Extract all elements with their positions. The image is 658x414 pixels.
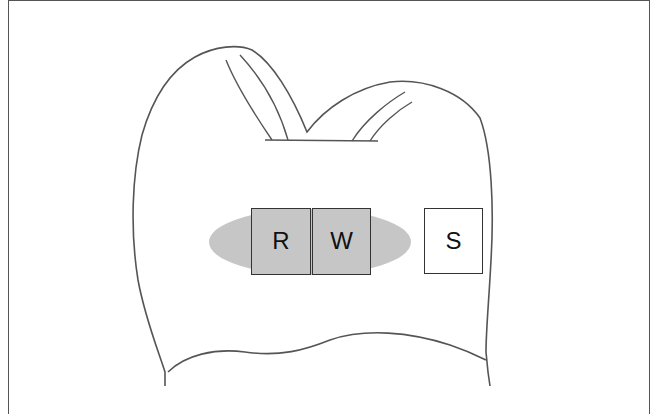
frame: [9, 1, 650, 414]
shaded-zone: [209, 209, 411, 275]
cusp-ridge: [226, 55, 288, 140]
letter-box: W: [312, 208, 371, 275]
box-letter: R: [272, 228, 289, 254]
fissure: [265, 140, 378, 141]
letter-box: R: [251, 208, 311, 275]
tooth-base: [168, 333, 486, 372]
box-letter: S: [445, 228, 461, 254]
letter-box: S: [424, 208, 483, 274]
cusp-ridge: [352, 92, 412, 141]
tooth-outline: [133, 47, 492, 386]
box-letter: W: [330, 228, 353, 254]
